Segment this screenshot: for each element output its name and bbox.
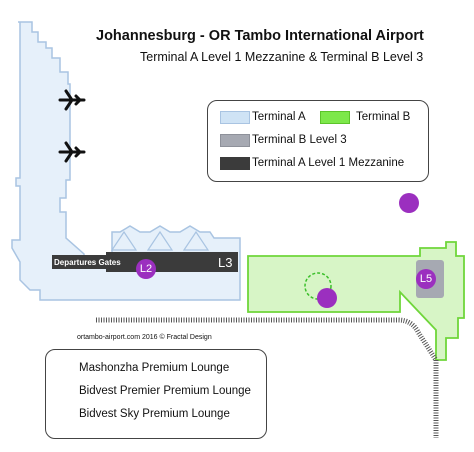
terminal-a-pier (11, 21, 241, 301)
terminal-a-gate-bumps (110, 230, 210, 251)
map-credit: ortambo-airport.com 2016 © Fractal Desig… (77, 334, 212, 341)
level-label-l3: L3 (218, 255, 233, 270)
legend-label-terminal-a-mezzanine: Terminal A Level 1 Mezzanine (252, 157, 405, 169)
legend-label-terminal-a: Terminal A (252, 111, 306, 123)
airplane-icon (58, 89, 86, 111)
departures-gates-bar (52, 255, 110, 269)
legend-swatch-terminal-a (220, 111, 250, 124)
legend-swatch-terminal-b (320, 111, 350, 124)
lounge-item: Bidvest Sky Premium Lounge (79, 408, 230, 420)
lounge-item: Bidvest Premier Premium Lounge (79, 385, 251, 397)
lounge-list: Mashonzha Premium Lounge Bidvest Premier… (45, 349, 267, 439)
legend-swatch-terminal-a-mezzanine (220, 157, 250, 170)
legend-label-terminal-b-level3: Terminal B Level 3 (252, 134, 347, 146)
airplane-icon (58, 141, 86, 163)
lounge-item: Mashonzha Premium Lounge (79, 362, 230, 374)
departures-gates-label: Departures Gates (54, 258, 121, 267)
road (96, 317, 439, 438)
level-badge-l2: L2 (136, 259, 156, 279)
level-badge-l5: L5 (416, 269, 436, 289)
legend: Terminal A Terminal B Terminal B Level 3… (207, 100, 429, 182)
lounge-marker-icon (399, 193, 419, 213)
legend-swatch-terminal-b-level3 (220, 134, 250, 147)
lounge-marker-icon (317, 288, 337, 308)
legend-label-terminal-b: Terminal B (356, 111, 411, 123)
terminal-b-area (247, 241, 465, 361)
map-subtitle: Terminal A Level 1 Mezzanine & Terminal … (140, 50, 424, 64)
map-title: Johannesburg - OR Tambo International Ai… (96, 28, 424, 44)
